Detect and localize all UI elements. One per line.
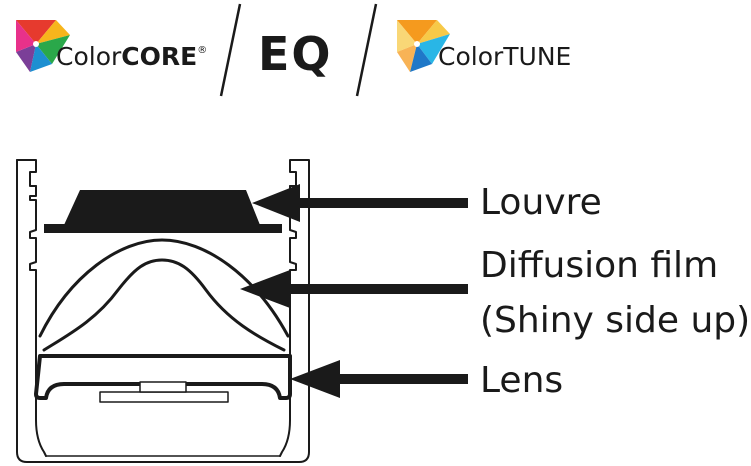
diffusion-arrow-shaft (280, 284, 468, 294)
callout-arrows (240, 184, 468, 398)
colortune-wordmark: ColorTUNE (438, 42, 571, 71)
brand-header: ColorCORE® EQ ColorTUNE (16, 3, 571, 97)
lens-arrow-shaft (330, 374, 468, 384)
colorcore-logo-icon (16, 20, 70, 72)
louvre-label: Louvre (480, 182, 602, 223)
registered-mark: ® (197, 45, 207, 56)
header-divider (219, 3, 242, 97)
eq-logo: EQ (258, 27, 333, 81)
colorcore-wordmark: ColorCORE® (56, 42, 207, 71)
diffusion-film-part (38, 238, 290, 352)
lens-label: Lens (480, 360, 563, 401)
louvre-arrow-head (252, 184, 300, 222)
colortune-prefix: Color (438, 42, 504, 71)
lens-arrow-head (290, 360, 340, 398)
header-divider (355, 3, 378, 97)
louvre-arrow-shaft (290, 198, 468, 208)
colorcore-prefix: Color (56, 42, 122, 71)
diffusion-film-label: Diffusion film (480, 245, 718, 286)
diffusion-arrow-head (240, 270, 290, 308)
diffusion-film-note: (Shiny side up) (480, 300, 750, 341)
lens-part (34, 354, 292, 403)
callout-labels: Louvre Diffusion film (Shiny side up) Le… (480, 182, 750, 401)
colortune-suffix: TUNE (502, 42, 571, 71)
colorcore-suffix: CORE (121, 42, 197, 71)
colortune-logo-icon (397, 20, 450, 72)
louvre-part (44, 190, 282, 233)
